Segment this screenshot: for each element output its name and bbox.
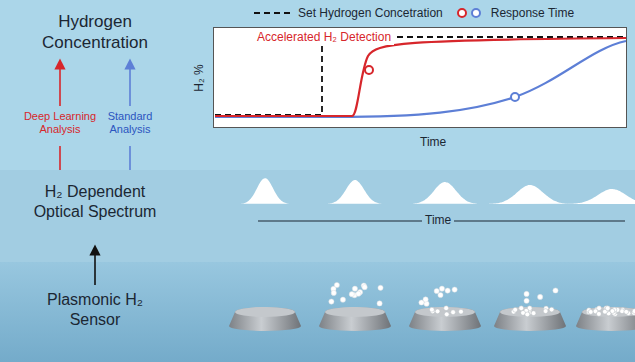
red-line (59, 146, 61, 170)
spectrum-peak (326, 180, 383, 204)
spectrum-peak (567, 189, 635, 204)
adsorbed-dot (596, 311, 601, 316)
legend-entry: Set Hydrogen Concetration (252, 6, 443, 20)
marker-sample (455, 7, 485, 19)
red-response-marker (365, 66, 373, 74)
legend-text: Response Time (491, 6, 574, 20)
legend: Set Hydrogen Concetration Response Time (252, 6, 586, 20)
middle-band-fill (0, 170, 635, 262)
axis-label-y: H₂ % (192, 64, 207, 91)
hydrogen-dot (331, 290, 336, 295)
bottom-band: Plasmonic H₂ Sensor (0, 262, 635, 362)
hydrogen-dot (524, 291, 529, 296)
spectrum-peaks (239, 178, 635, 204)
adsorbed-dot (444, 306, 449, 311)
node-text: H₂ Dependent Optical Spectrum (20, 182, 170, 221)
node-text: Deep Learning Analysis (22, 110, 98, 137)
black-arrow (94, 250, 96, 285)
hydrogen-dot (329, 299, 334, 304)
dashed-line-sample (252, 7, 292, 19)
blue-arrow (129, 64, 131, 106)
hydrogen-dot (524, 298, 529, 303)
adsorbed-dot (444, 312, 449, 317)
adsorbed-dot (451, 310, 456, 315)
hydrogen-dot (553, 288, 558, 293)
hydrogen-dot (452, 287, 457, 292)
node-text: Standard Analysis (92, 110, 168, 137)
adsorbed-dot (632, 309, 635, 314)
node-text: Plasmonic H₂ Sensor (20, 290, 170, 329)
hydrogen-dot (538, 294, 543, 299)
hydrogen-dot (334, 282, 339, 287)
hydrogen-dot (349, 292, 354, 297)
sensor-discs (229, 282, 635, 331)
hydrogen-dot (352, 286, 357, 291)
hydrogen-dot (438, 292, 443, 297)
adsorbed-dot (519, 306, 524, 311)
standard-curve (215, 41, 626, 117)
adsorbed-dot (610, 309, 615, 314)
set-concentration-line (215, 37, 626, 115)
sensor-disc (576, 307, 635, 331)
red-arrow (59, 64, 61, 106)
hydrogen-dot (340, 297, 345, 302)
hydrogen-dot (439, 286, 444, 291)
node-text: Time (422, 213, 454, 228)
adsorbed-dot (525, 312, 530, 317)
legend-entry: Response Time (455, 6, 574, 20)
accelerated-curve (215, 38, 626, 116)
legend-text: Set Hydrogen Concetration (298, 6, 443, 20)
adsorbed-dot (429, 307, 434, 312)
node-text: Hydrogen Concentration (20, 12, 170, 53)
axis-label-x: Time (420, 135, 446, 150)
middle-band: H₂ Dependent Optical SpectrumTime (0, 170, 635, 262)
adsorbed-dot (549, 307, 554, 312)
adsorbed-dot (531, 311, 536, 316)
chart-panel: Accelerated H₂ Detection (213, 27, 627, 128)
sensor-disc (229, 307, 301, 331)
blue-response-marker (511, 93, 519, 101)
adsorbed-dot (588, 310, 593, 315)
adsorbed-dot (513, 307, 518, 312)
top-band-fill (0, 0, 635, 170)
hydrogen-dot (356, 291, 361, 296)
hydrogen-dot (378, 285, 383, 290)
blue-line (129, 146, 131, 170)
hydrogen-dot (377, 301, 382, 306)
spectrum-peak (410, 182, 479, 204)
hydrogen-dot (434, 288, 439, 293)
adsorbed-dot (459, 309, 464, 314)
adsorbed-dot (543, 309, 548, 314)
hydrogen-dot (362, 285, 367, 290)
spectrum-peak (488, 185, 571, 204)
adsorbed-dot (624, 309, 629, 314)
spectrum-peak (239, 178, 290, 204)
sensor-top (325, 307, 385, 317)
chart-ground (213, 27, 627, 128)
hydrogen-dot (445, 288, 450, 293)
node-text: Accelerated H₂ Detection (254, 30, 394, 45)
hydrogen-dot (419, 300, 424, 305)
sensor-disc (409, 307, 481, 331)
sensor-top (235, 307, 295, 317)
sensor-disc (319, 307, 391, 331)
top-band: Hydrogen ConcentrationDeep Learning Anal… (0, 0, 635, 170)
adsorbed-dot (435, 309, 440, 314)
adsorbed-dot (605, 306, 610, 311)
